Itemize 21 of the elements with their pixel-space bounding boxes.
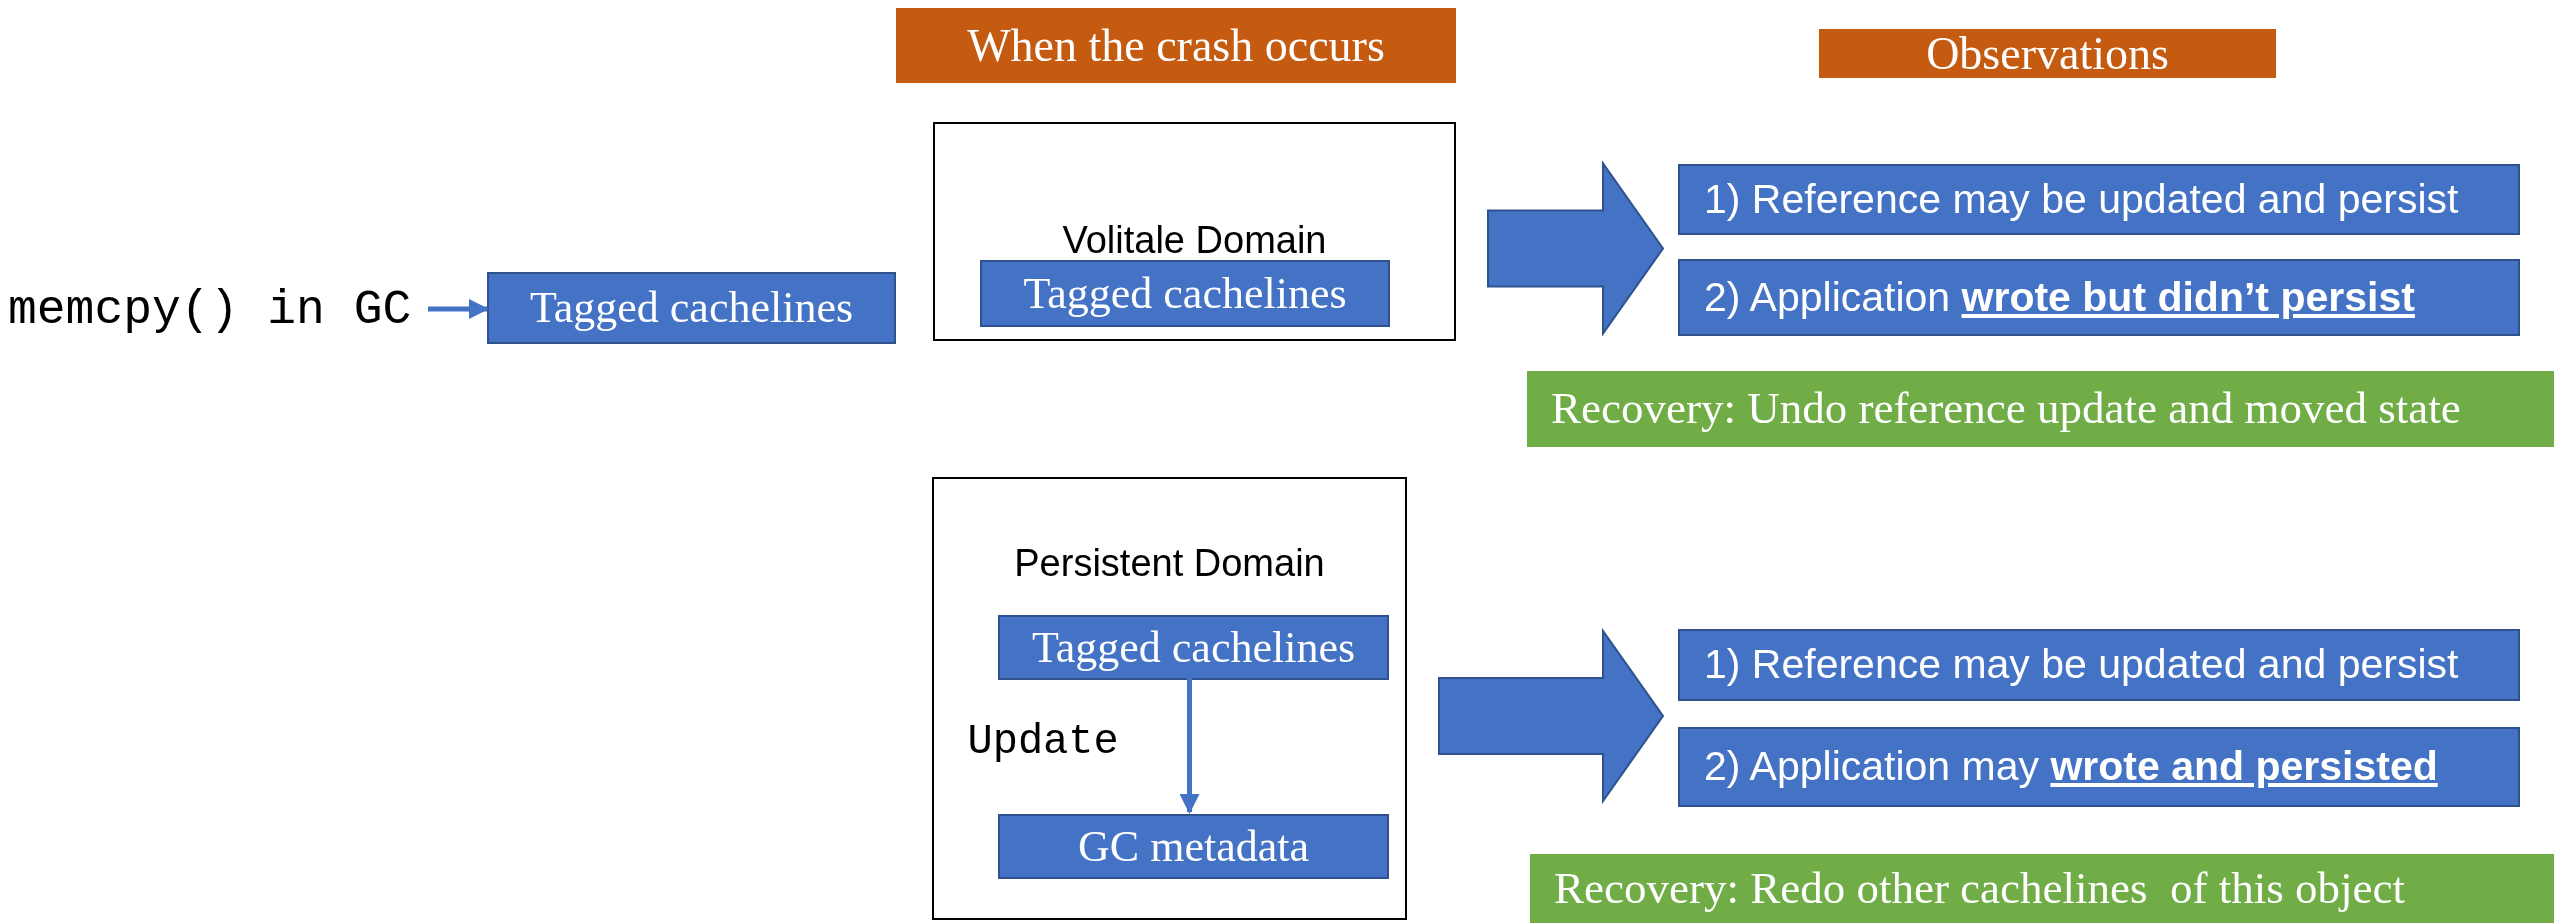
recovery-banner: Recovery: Redo other cachelines of this object (1530, 854, 2554, 923)
process-box: Tagged cachelines (980, 260, 1390, 327)
observation-box: 2) Application wrote but didn’t persist (1678, 259, 2520, 336)
heading-banner: When the crash occurs (896, 8, 1456, 83)
heading-banner: Observations (1819, 29, 2276, 78)
process-box: Tagged cachelines (998, 615, 1389, 680)
process-box: GC metadata (998, 814, 1389, 879)
block-arrow (1438, 627, 1665, 805)
process-box: Tagged cachelines (487, 272, 896, 344)
domain-box (932, 477, 1407, 920)
arrow (428, 299, 489, 319)
observation-box: 1) Reference may be updated and persist (1678, 164, 2520, 235)
recovery-banner: Recovery: Undo reference update and moved state (1527, 371, 2554, 447)
observation-box: 2) Application may wrote and persisted (1678, 727, 2520, 807)
arrow (1179, 678, 1200, 814)
block-arrow (1487, 160, 1665, 337)
domain-title: Volitale Domain (1061, 218, 1328, 263)
observation-box: 1) Reference may be updated and persist (1678, 629, 2520, 701)
domain-box (933, 122, 1456, 341)
code-text: memcpy() in GC (8, 282, 428, 338)
domain-title: Persistent Domain (1013, 541, 1326, 586)
